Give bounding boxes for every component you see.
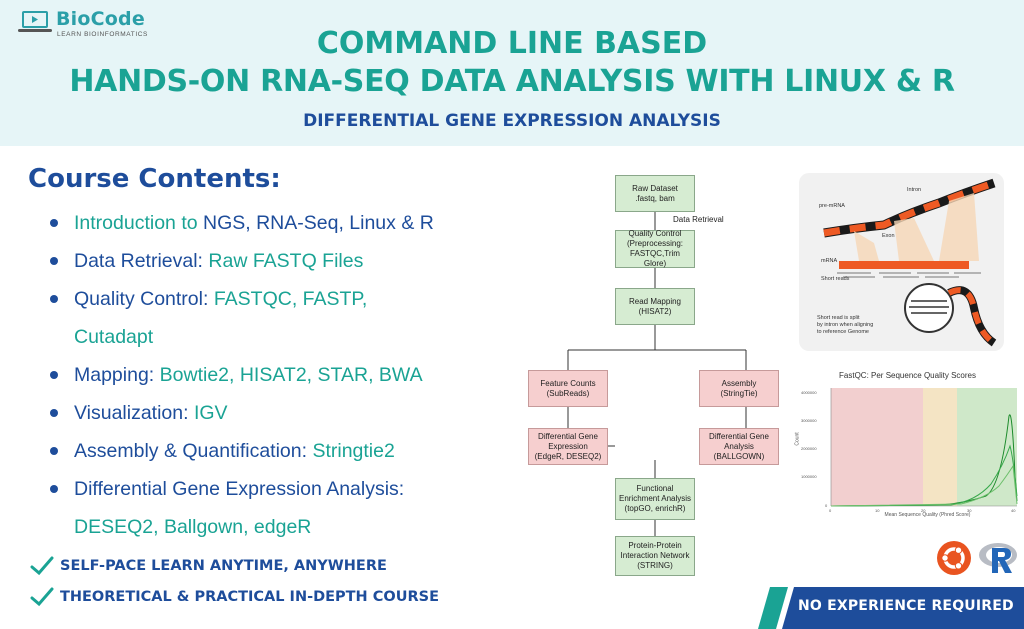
chart-title: FastQC: Per Sequence Quality Scores xyxy=(839,371,976,380)
node-dge-ballgown: Differential Gene Analysis (BALLGOWN) xyxy=(699,428,779,465)
fastqc-plot: 4000000 3000000 2000000 1000000 0 0 10 2… xyxy=(801,388,1018,513)
brand-name: BioCode xyxy=(56,8,145,30)
bullet-dot xyxy=(50,257,58,265)
rna-splicing-figure: pre-mRNA Intron Exon mRNA Short reads Sh… xyxy=(799,173,1004,351)
item-label: Differential Gene Expression Analysis: xyxy=(74,478,405,500)
node-feature-counts: Feature Counts (SubReads) xyxy=(528,370,608,407)
rna-splicing-illustration xyxy=(823,178,997,347)
label-data-retrieval: Data Retrieval xyxy=(673,215,724,224)
list-item: Differential Gene Expression Analysis: xyxy=(46,470,526,508)
list-item-continuation: Cutadapt xyxy=(46,318,526,356)
node-raw-dataset: Raw Dataset .fastq, bam xyxy=(615,175,695,212)
item-value: NGS, RNA-Seq, Linux & R xyxy=(203,212,434,234)
x-tick: 20 xyxy=(921,508,926,513)
page-title-line2: HANDS-ON RNA-SEQ DATA ANALYSIS WITH LINU… xyxy=(69,64,955,99)
y-tick: 1000000 xyxy=(801,474,817,479)
item-label: Visualization: xyxy=(74,402,194,424)
item-label: Assembly & Quantification: xyxy=(74,440,313,462)
r-language-logo-icon xyxy=(979,543,1017,573)
list-item: Introduction to NGS, RNA-Seq, Linux & R xyxy=(46,204,526,242)
header-band: BioCode LEARN BIOINFORMATICS COMMAND LIN… xyxy=(0,0,1024,146)
y-axis-label: Count xyxy=(794,432,801,446)
bullet-dot xyxy=(50,485,58,493)
x-tick: 10 xyxy=(875,508,880,513)
bullet-dot xyxy=(50,295,58,303)
node-assembly: Assembly (StringTie) xyxy=(699,370,779,407)
bullet-dot xyxy=(50,371,58,379)
list-item: Assembly & Quantification: Stringtie2 xyxy=(46,432,526,470)
x-tick: 40 xyxy=(1011,508,1016,513)
list-item: Quality Control: FASTQC, FASTP, xyxy=(46,280,526,318)
y-tick: 0 xyxy=(825,503,828,508)
node-quality-control: Quality Control (Preprocessing: FASTQC,T… xyxy=(615,229,695,268)
banner-text: NO EXPERIENCE REQUIRED xyxy=(798,598,1014,614)
x-axis-label: Mean Sequence Quality (Phred Score) xyxy=(884,512,971,518)
brand-tagline: LEARN BIOINFORMATICS xyxy=(57,31,148,38)
label-short-reads: Short reads xyxy=(821,276,850,282)
node-ppi-network: Protein-Protein Interaction Network (STR… xyxy=(615,536,695,576)
page-title-line1: COMMAND LINE BASED xyxy=(316,26,708,61)
item-label: Quality Control: xyxy=(74,288,214,310)
fastqc-chart: FastQC: Per Sequence Quality Scores 4000… xyxy=(791,366,1024,526)
checkmark-icon xyxy=(30,587,54,607)
label-split-note: Short read is split by intron when align… xyxy=(817,315,874,335)
label-intron: Intron xyxy=(907,187,922,193)
item-value: IGV xyxy=(193,402,228,424)
item-value: DESEQ2, Ballgown, edgeR xyxy=(74,516,312,538)
node-functional-enrichment: Functional Enrichment Analysis (topGO, e… xyxy=(615,478,695,520)
label-pre-mrna: pre-mRNA xyxy=(819,203,845,209)
item-label: Introduction to xyxy=(74,212,203,234)
item-label: Data Retrieval: xyxy=(74,250,209,272)
no-experience-banner xyxy=(758,587,1024,629)
item-value: Cutadapt xyxy=(74,326,154,348)
list-item: Mapping: Bowtie2, HISAT2, STAR, BWA xyxy=(46,356,526,394)
item-value: FASTQC, FASTP, xyxy=(213,288,368,310)
item-value: Stringtie2 xyxy=(312,440,395,462)
brand-logo[interactable]: BioCode LEARN BIOINFORMATICS xyxy=(18,8,148,38)
ubuntu-logo-icon xyxy=(937,541,971,575)
feature-self-paced: SELF-PACE LEARN ANYTIME, ANYWHERE xyxy=(30,556,387,576)
x-tick: 0 xyxy=(829,508,832,513)
bullet-dot xyxy=(50,447,58,455)
laptop-play-icon xyxy=(18,11,52,32)
page-subtitle: DIFFERENTIAL GENE EXPRESSION ANALYSIS xyxy=(303,111,721,131)
course-contents-heading: Course Contents: xyxy=(28,164,281,194)
x-tick: 30 xyxy=(967,508,972,513)
y-tick: 3000000 xyxy=(801,418,817,423)
item-label: Mapping: xyxy=(74,364,160,386)
node-read-mapping: Read Mapping (HISAT2) xyxy=(615,288,695,325)
label-exon: Exon xyxy=(882,233,895,239)
list-item: Data Retrieval: Raw FASTQ Files xyxy=(46,242,526,280)
item-value: Bowtie2, HISAT2, STAR, BWA xyxy=(159,364,423,386)
y-tick: 4000000 xyxy=(801,390,817,395)
feature-text: SELF-PACE LEARN ANYTIME, ANYWHERE xyxy=(60,558,387,574)
course-contents-list: Introduction to NGS, RNA-Seq, Linux & R … xyxy=(46,204,526,546)
checkmark-icon xyxy=(30,556,54,576)
bullet-dot xyxy=(50,409,58,417)
list-item-continuation: DESEQ2, Ballgown, edgeR xyxy=(46,508,526,546)
list-item: Visualization: IGV xyxy=(46,394,526,432)
feature-in-depth: THEORETICAL & PRACTICAL IN-DEPTH COURSE xyxy=(30,587,439,607)
bullet-dot xyxy=(50,219,58,227)
pipeline-flowchart: Raw Dataset .fastq, bam Data Retrieval Q… xyxy=(528,170,788,580)
label-mrna: mRNA xyxy=(821,258,838,264)
item-value: Raw FASTQ Files xyxy=(208,250,364,272)
y-tick: 2000000 xyxy=(801,446,817,451)
node-dge-edger-deseq2: Differential Gene Expression (EdgeR, DES… xyxy=(528,428,608,465)
feature-text: THEORETICAL & PRACTICAL IN-DEPTH COURSE xyxy=(60,589,439,605)
